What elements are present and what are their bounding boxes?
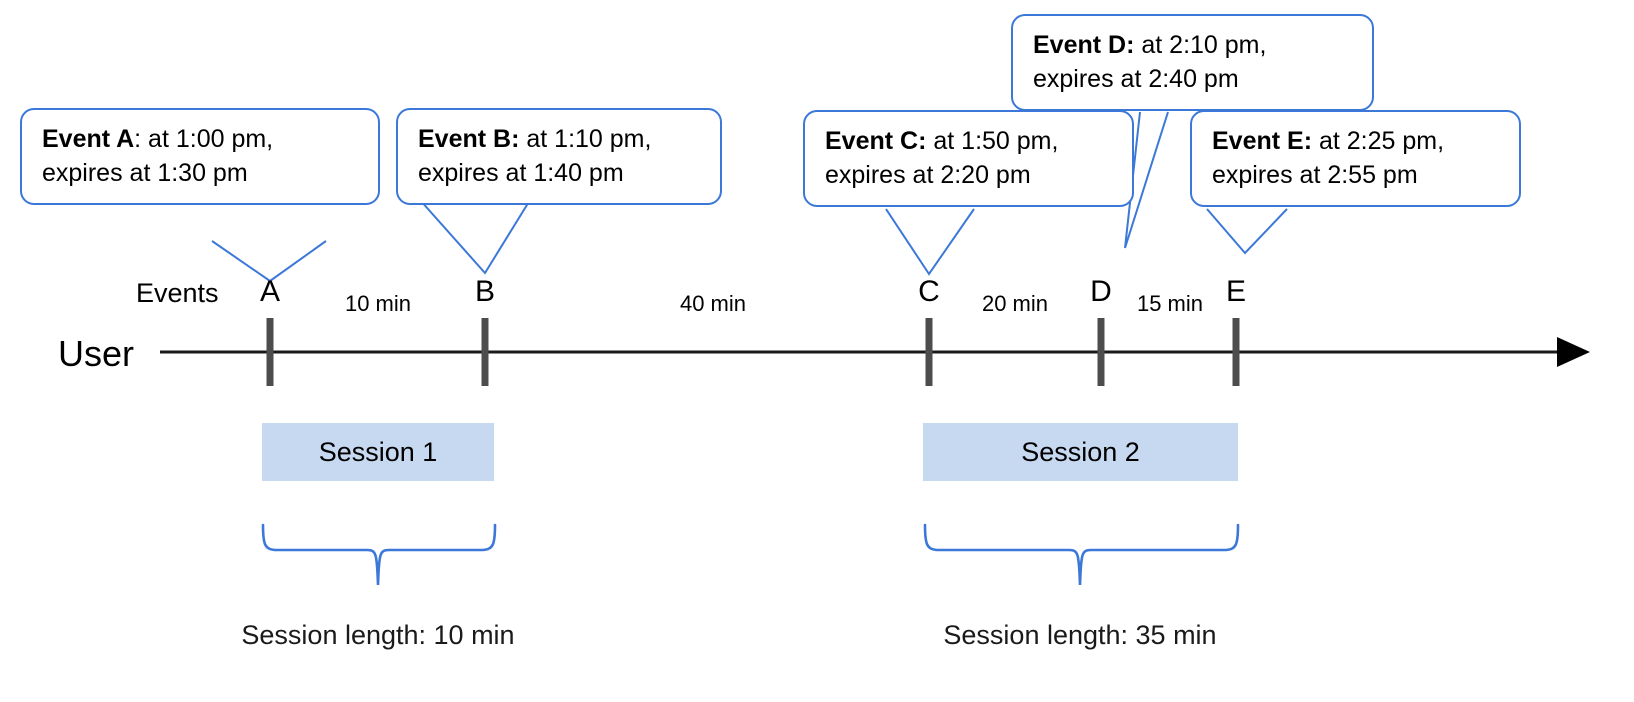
callout-tail-c bbox=[885, 208, 975, 276]
gap-label-a-b: 10 min bbox=[344, 291, 412, 316]
session-2-label: Session 2 bbox=[1021, 436, 1140, 467]
callout-a-line2: expires at 1:30 pm bbox=[42, 158, 248, 187]
event-letter-a: A bbox=[259, 275, 280, 308]
gap-label-c-d: 20 min bbox=[981, 291, 1049, 316]
session-1-brace bbox=[261, 523, 497, 586]
gap-label-d-e: 15 min bbox=[1136, 291, 1204, 316]
callout-e-sep: : bbox=[1303, 127, 1313, 155]
callout-c-line2: expires at 2:20 pm bbox=[825, 160, 1031, 189]
callout-b-title: Event B bbox=[418, 125, 512, 153]
callout-tail-e bbox=[1206, 208, 1288, 255]
callout-event-c[interactable]: Event C: at 1:50 pm, expires at 2:20 pm bbox=[803, 110, 1134, 207]
callout-a-title: Event A bbox=[42, 125, 135, 153]
callout-b-line1: at 1:10 pm, bbox=[519, 125, 652, 153]
session-2-length-caption: Session length: 35 min bbox=[943, 620, 1217, 650]
user-axis-label: User bbox=[58, 333, 135, 374]
callout-tail-d bbox=[1124, 111, 1169, 249]
session-1-bar[interactable]: Session 1 bbox=[262, 423, 494, 481]
event-letter-e: E bbox=[1225, 275, 1246, 308]
callout-c-sep: : bbox=[918, 127, 927, 155]
callout-a-line1: at 1:00 pm, bbox=[141, 125, 274, 153]
callout-c-line1: at 1:50 pm, bbox=[926, 127, 1059, 155]
callout-event-e[interactable]: Event E: at 2:25 pm, expires at 2:55 pm bbox=[1190, 110, 1521, 207]
callout-e-line1: at 2:25 pm, bbox=[1312, 127, 1445, 155]
callout-tail-b bbox=[419, 199, 531, 275]
callout-d-line1: at 2:10 pm, bbox=[1134, 31, 1267, 59]
event-letter-b: B bbox=[474, 275, 495, 308]
session-1-label: Session 1 bbox=[318, 436, 438, 467]
callout-b-sep: : bbox=[511, 125, 520, 153]
callout-e-line2: expires at 2:55 pm bbox=[1212, 160, 1418, 189]
callout-event-d[interactable]: Event D: at 2:10 pm, expires at 2:40 pm bbox=[1011, 14, 1374, 111]
event-letter-c: C bbox=[918, 275, 940, 308]
callout-event-a[interactable]: Event A: at 1:00 pm, expires at 1:30 pm bbox=[20, 108, 380, 205]
gap-label-b-c: 40 min bbox=[679, 291, 747, 316]
callout-a-sep: : bbox=[134, 125, 142, 153]
session-1-length-caption: Session length: 10 min bbox=[241, 620, 515, 650]
callout-tail-a bbox=[211, 240, 327, 283]
callout-d-line2: expires at 2:40 pm bbox=[1033, 64, 1239, 93]
events-row-label: Events bbox=[136, 278, 219, 308]
callout-d-title: Event D bbox=[1033, 31, 1127, 59]
session-2-bar[interactable]: Session 2 bbox=[923, 423, 1238, 481]
callout-e-title: Event E bbox=[1212, 127, 1304, 155]
callout-c-title: Event C bbox=[825, 127, 919, 155]
callout-event-b[interactable]: Event B: at 1:10 pm, expires at 1:40 pm bbox=[396, 108, 722, 205]
session-2-brace bbox=[923, 523, 1240, 586]
event-letter-d: D bbox=[1090, 275, 1112, 308]
callout-b-line2: expires at 1:40 pm bbox=[418, 158, 624, 187]
callout-d-sep: : bbox=[1126, 31, 1135, 59]
